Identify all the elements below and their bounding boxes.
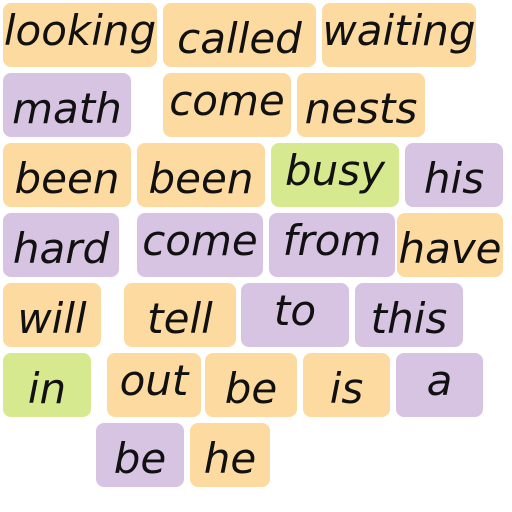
word-tile-been-7[interactable]: been xyxy=(3,143,131,207)
word-tile-he-25[interactable]: he xyxy=(190,423,270,487)
word-tile-label: out xyxy=(119,356,189,405)
word-tile-waiting-3[interactable]: waiting xyxy=(322,3,476,67)
word-tile-hard-11[interactable]: hard xyxy=(3,213,119,277)
word-tile-will-15[interactable]: will xyxy=(3,283,101,347)
word-tile-tell-16[interactable]: tell xyxy=(124,283,236,347)
word-tile-label: waiting xyxy=(322,6,476,55)
word-tile-label: nests xyxy=(304,84,418,133)
word-tile-label: looking xyxy=(3,6,157,55)
word-tile-math-4[interactable]: math xyxy=(3,73,131,137)
word-tile-label: be xyxy=(113,434,167,483)
word-tile-be-21[interactable]: be xyxy=(205,353,297,417)
word-tile-be-24[interactable]: be xyxy=(96,423,184,487)
word-tile-from-13[interactable]: from xyxy=(269,213,395,277)
word-tile-label: a xyxy=(426,356,453,405)
word-tile-called-2[interactable]: called xyxy=(163,3,316,67)
word-tile-label: busy xyxy=(284,146,386,195)
word-tile-label: have xyxy=(398,224,502,273)
word-tile-label: be xyxy=(224,364,278,413)
word-tile-label: his xyxy=(423,154,485,203)
word-tile-label: hard xyxy=(12,224,110,273)
word-tile-his-10[interactable]: his xyxy=(405,143,503,207)
word-tile-label: to xyxy=(273,286,317,335)
word-tile-in-19[interactable]: in xyxy=(3,353,91,417)
word-tile-label: tell xyxy=(147,294,213,343)
word-tile-have-14[interactable]: have xyxy=(397,213,503,277)
word-tile-label: this xyxy=(370,294,448,343)
word-tile-label: he xyxy=(203,434,257,483)
word-tile-this-18[interactable]: this xyxy=(355,283,463,347)
word-tile-busy-9[interactable]: busy xyxy=(271,143,399,207)
word-tile-label: will xyxy=(17,294,87,343)
word-tile-been-8[interactable]: been xyxy=(137,143,265,207)
word-tile-is-22[interactable]: is xyxy=(303,353,390,417)
word-tile-to-17[interactable]: to xyxy=(241,283,349,347)
word-tile-label: from xyxy=(282,216,382,265)
word-tile-a-23[interactable]: a xyxy=(396,353,483,417)
word-tile-out-20[interactable]: out xyxy=(107,353,201,417)
word-tile-label: come xyxy=(169,76,285,125)
word-tile-nests-6[interactable]: nests xyxy=(297,73,425,137)
word-tile-label: is xyxy=(329,364,364,413)
word-tile-looking-1[interactable]: looking xyxy=(3,3,157,67)
word-tile-label: been xyxy=(14,154,120,203)
word-tile-label: math xyxy=(12,84,122,133)
word-tile-label: in xyxy=(27,364,67,413)
word-tile-come-5[interactable]: come xyxy=(163,73,291,137)
word-tile-label: come xyxy=(142,216,258,265)
word-tile-label: been xyxy=(148,154,254,203)
word-tile-come-12[interactable]: come xyxy=(137,213,263,277)
word-tile-label: called xyxy=(177,14,302,63)
